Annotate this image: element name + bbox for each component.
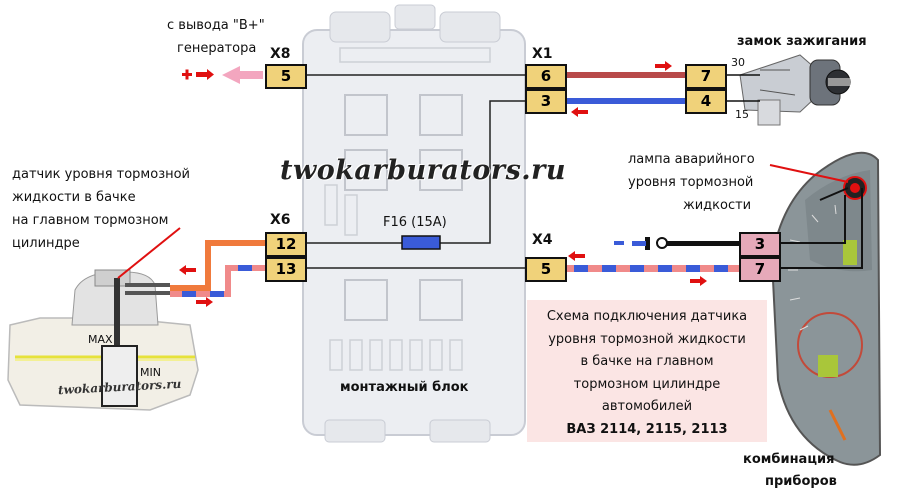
pin-x1-3: 3 — [525, 89, 567, 114]
ignition-label: замок зажигания — [737, 34, 867, 49]
caption-line-4: тормозном цилиндре — [573, 376, 721, 392]
ignition-switch — [739, 54, 851, 126]
pin-ignition-7: 7 — [685, 64, 727, 89]
caption-line-1: Схема подключения датчика — [546, 309, 748, 324]
lamp-label-2: уровня тормозной — [628, 175, 754, 190]
pin-x6-13: 13 — [265, 257, 307, 282]
connector-x8-label: X8 — [270, 46, 291, 62]
connector-x4-label: X4 — [532, 232, 553, 248]
pin-x1-6: 6 — [525, 64, 567, 89]
pin-cluster-3: 3 — [739, 232, 781, 257]
ignition-pin-30-label: 30 — [731, 56, 745, 69]
mounting-block-label: монтажный блок — [340, 380, 469, 395]
caption-line-6: ВАЗ 2114, 2115, 2113 — [566, 421, 728, 437]
pin-x4-5: 5 — [525, 257, 567, 282]
min-label: MIN — [140, 366, 161, 379]
lamp-label-1: лампа аварийного — [628, 152, 755, 167]
sensor-label-2: жидкости в бачке — [12, 190, 136, 205]
pin-cluster-7: 7 — [739, 257, 781, 282]
watermark: twokarburators.ru — [280, 155, 567, 186]
generator-label-1: с вывода "В+" — [167, 18, 265, 33]
connector-x1-label: X1 — [532, 46, 553, 62]
flow-arrows — [179, 61, 707, 307]
pin-x6-12: 12 — [265, 232, 307, 257]
max-label: MAX — [88, 333, 113, 346]
caption-line-3: в бачке на главном — [580, 354, 714, 369]
lamp-label-3: жидкости — [683, 198, 752, 213]
wires — [170, 66, 863, 297]
pointer-lines — [117, 164, 849, 279]
connector-x6-label: X6 — [270, 212, 291, 228]
sensor-label-4: цилиндре — [12, 236, 80, 251]
caption-box: Схема подключения датчика уровня тормозн… — [527, 300, 767, 442]
cluster-label-1: комбинация — [743, 452, 835, 467]
sensor-label-3: на главном тормозном — [12, 213, 169, 228]
caption-line-5: автомобилей — [601, 399, 693, 414]
fuse-f16 — [401, 235, 441, 250]
pin-ignition-4: 4 — [685, 89, 727, 114]
caption-line-2: уровня тормозной жидкости — [548, 331, 746, 347]
cluster-label-2: приборов — [765, 474, 837, 489]
ignition-pin-15-label: 15 — [735, 108, 749, 121]
instrument-cluster — [770, 151, 882, 466]
pin-x8-5: 5 — [265, 64, 307, 89]
brake-fluid-reservoir — [7, 269, 199, 411]
generator-label-2: генератора — [177, 41, 257, 56]
fuse-label: F16 (15А) — [383, 215, 447, 230]
sensor-label-1: датчик уровня тормозной — [12, 167, 191, 182]
mounting-block — [302, 4, 526, 443]
